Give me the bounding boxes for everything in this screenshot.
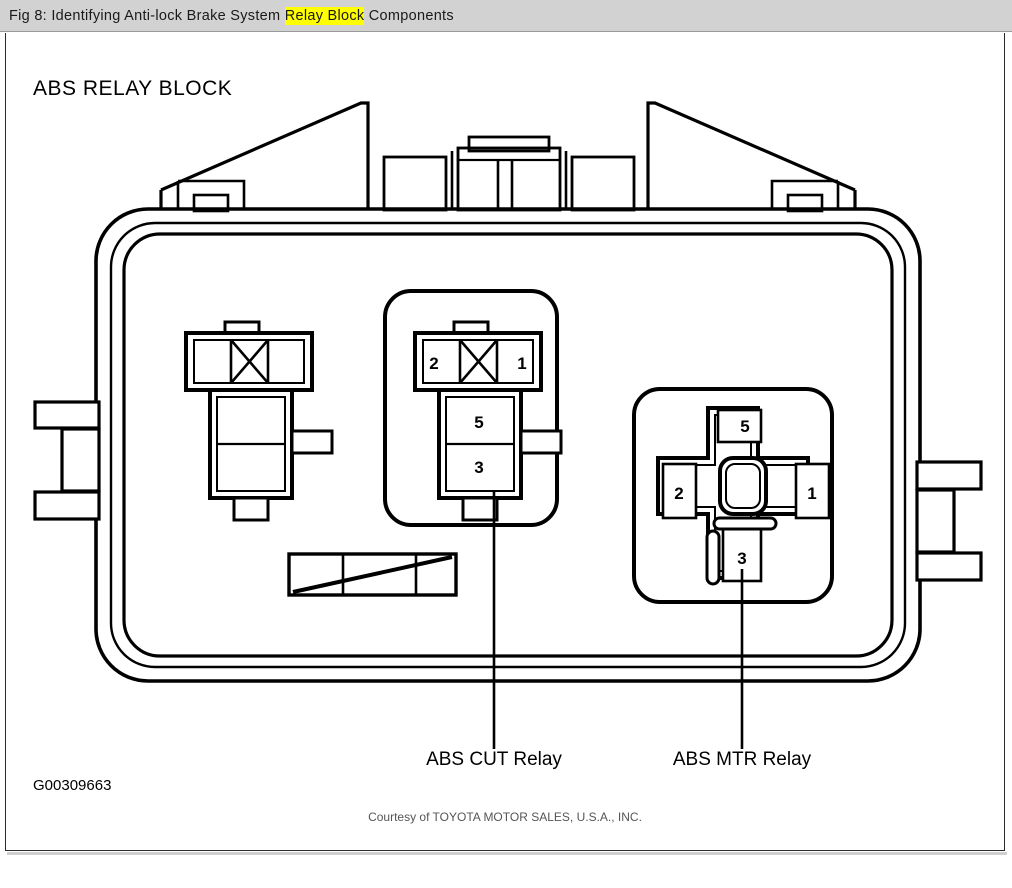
abs-mtr-pin-2: 2: [674, 484, 683, 503]
diagram-canvas: ABS RELAY BLOCK: [5, 33, 1005, 851]
abs-cut-pin-5: 5: [474, 413, 483, 432]
abs-mtr-well-right: [794, 462, 831, 520]
x-cross-icon: [229, 339, 270, 384]
diagram-title: ABS RELAY BLOCK: [33, 77, 232, 100]
courtesy-note: Courtesy of TOYOTA MOTOR SALES, U.S.A., …: [368, 810, 642, 824]
abs-mtr-pin-3: 3: [737, 549, 746, 568]
abs-mtr-relay[interactable]: 5 2 1 3: [632, 387, 834, 604]
abs-mtr-well-left: [661, 462, 698, 520]
abs-relay-block-diagram: ABS RELAY BLOCK: [33, 77, 983, 824]
abs-cut-pin-3: 3: [474, 458, 483, 477]
abs-mtr-center-terminal: [718, 456, 768, 516]
abs-mtr-relay-label: ABS MTR Relay: [673, 749, 812, 770]
left-mounting-tabs: [33, 400, 101, 521]
top-connector-profile: [159, 101, 857, 213]
caption-suffix: Components: [364, 7, 454, 24]
unlabeled-relay[interactable]: [184, 320, 334, 522]
image-code: G00309663: [33, 777, 111, 794]
abs-cut-pin-1: 1: [517, 354, 526, 373]
abs-mtr-well-top: [716, 408, 763, 444]
x-cross-icon: [458, 339, 499, 384]
abs-cut-bottom-tab: [461, 496, 499, 522]
abs-mtr-pin-5: 5: [740, 417, 749, 436]
abs-cut-pin-2: 2: [429, 354, 438, 373]
fuse-strip[interactable]: [287, 552, 458, 597]
figure-caption: Fig 8: Identifying Anti-lock Brake Syste…: [0, 6, 454, 25]
abs-mtr-center-terminal-inner: [725, 463, 761, 509]
callout-leader-lines: [492, 492, 744, 749]
abs-cut-relay-label: ABS CUT Relay: [426, 749, 562, 770]
right-mounting-tabs: [915, 460, 983, 582]
page-shadow: [7, 852, 1007, 855]
abs-mtr-slot: [705, 529, 721, 586]
caption-highlight: Relay Block: [284, 6, 365, 25]
abs-mtr-pin-1: 1: [807, 484, 816, 503]
abs-cut-side-tab: [519, 429, 563, 455]
figure-caption-bar: Fig 8: Identifying Anti-lock Brake Syste…: [0, 0, 1012, 32]
caption-prefix: Fig 8: Identifying Anti-lock Brake Syste…: [9, 7, 285, 24]
abs-mtr-bar: [712, 516, 778, 531]
abs-cut-relay[interactable]: 2 1 5 3: [383, 289, 563, 527]
